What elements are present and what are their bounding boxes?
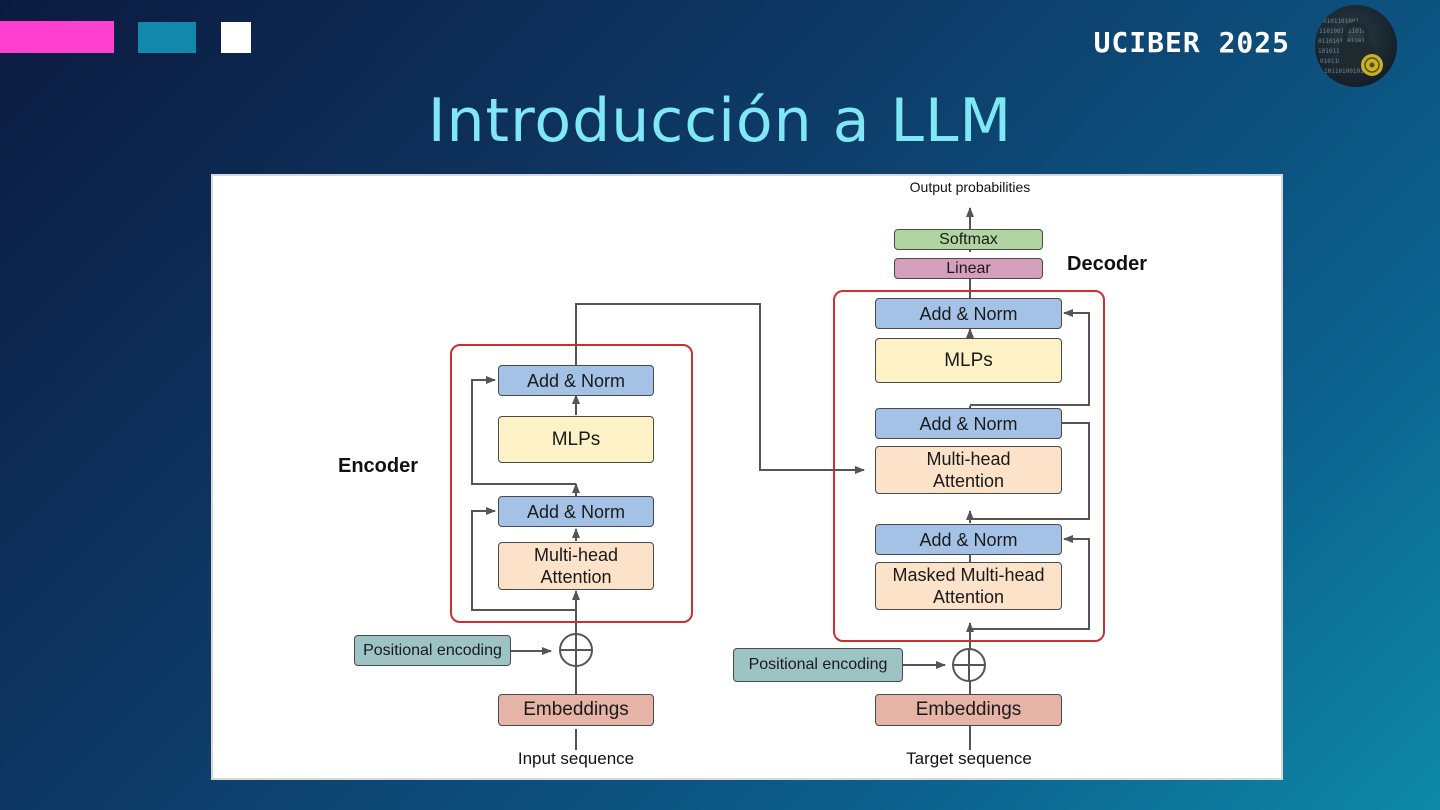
encoder-multihead-attention: Multi-head Attention bbox=[498, 542, 654, 590]
encoder-positional-encoding: Positional encoding bbox=[354, 635, 511, 666]
transformer-diagram: Encoder Decoder Add & Norm MLPs Add & No… bbox=[211, 174, 1283, 780]
decoder-block bbox=[833, 290, 1105, 642]
teal-accent-bar bbox=[138, 22, 196, 53]
masked-attention-line1: Masked Multi-head bbox=[892, 565, 1045, 585]
encoder-input-sequence: Input sequence bbox=[517, 749, 635, 768]
decoder-embeddings: Embeddings bbox=[875, 694, 1062, 726]
decoder-label: Decoder bbox=[1067, 253, 1148, 275]
decoder-positional-encoding: Positional encoding bbox=[733, 648, 903, 682]
decoder-softmax: Softmax bbox=[894, 229, 1043, 250]
encoder-add-norm-bottom: Add & Norm bbox=[498, 496, 654, 527]
encoder-embeddings: Embeddings bbox=[498, 694, 654, 726]
cross-attention-line2: Attention bbox=[932, 471, 1005, 491]
encoder-add-norm-top: Add & Norm bbox=[498, 365, 654, 396]
event-name: UCIBER 2025 bbox=[1093, 26, 1290, 59]
decoder-multihead-attention: Multi-head Attention bbox=[875, 446, 1062, 494]
encoder-label: Encoder bbox=[338, 455, 419, 477]
decoder-add-norm-middle: Add & Norm bbox=[875, 408, 1062, 439]
decoder-target-sequence: Target sequence bbox=[906, 749, 1032, 768]
decoder-add-norm-top: Add & Norm bbox=[875, 298, 1062, 329]
decoder-masked-multihead-attention: Masked Multi-head Attention bbox=[875, 562, 1062, 610]
encoder-block bbox=[450, 344, 693, 623]
white-accent-square bbox=[221, 22, 251, 53]
encoder-attention-line1: Multi-head bbox=[533, 545, 619, 565]
decoder-mlps: MLPs bbox=[875, 338, 1062, 383]
svg-text:0101101001: 0101101001 bbox=[1323, 18, 1360, 25]
encoder-mlps: MLPs bbox=[498, 416, 654, 463]
slide-title: Introducción a LLM bbox=[427, 86, 1013, 156]
cross-attention-line1: Multi-head bbox=[926, 449, 1011, 469]
svg-text:1101001011010: 1101001011010 bbox=[1319, 28, 1366, 35]
uciber-logo: 0101101001 1101001011010 0110101001101 1… bbox=[1315, 5, 1397, 87]
pink-accent-bar bbox=[0, 21, 114, 53]
decoder-add-norm-bottom: Add & Norm bbox=[875, 524, 1062, 555]
encoder-attention-line2: Attention bbox=[540, 567, 612, 587]
output-probabilities: Output probabilities bbox=[909, 179, 1031, 195]
decoder-linear: Linear bbox=[894, 258, 1043, 279]
svg-text:10110100101: 10110100101 bbox=[1324, 68, 1364, 75]
svg-text:0110101001101: 0110101001101 bbox=[1318, 38, 1365, 45]
masked-attention-line2: Attention bbox=[932, 587, 1005, 607]
